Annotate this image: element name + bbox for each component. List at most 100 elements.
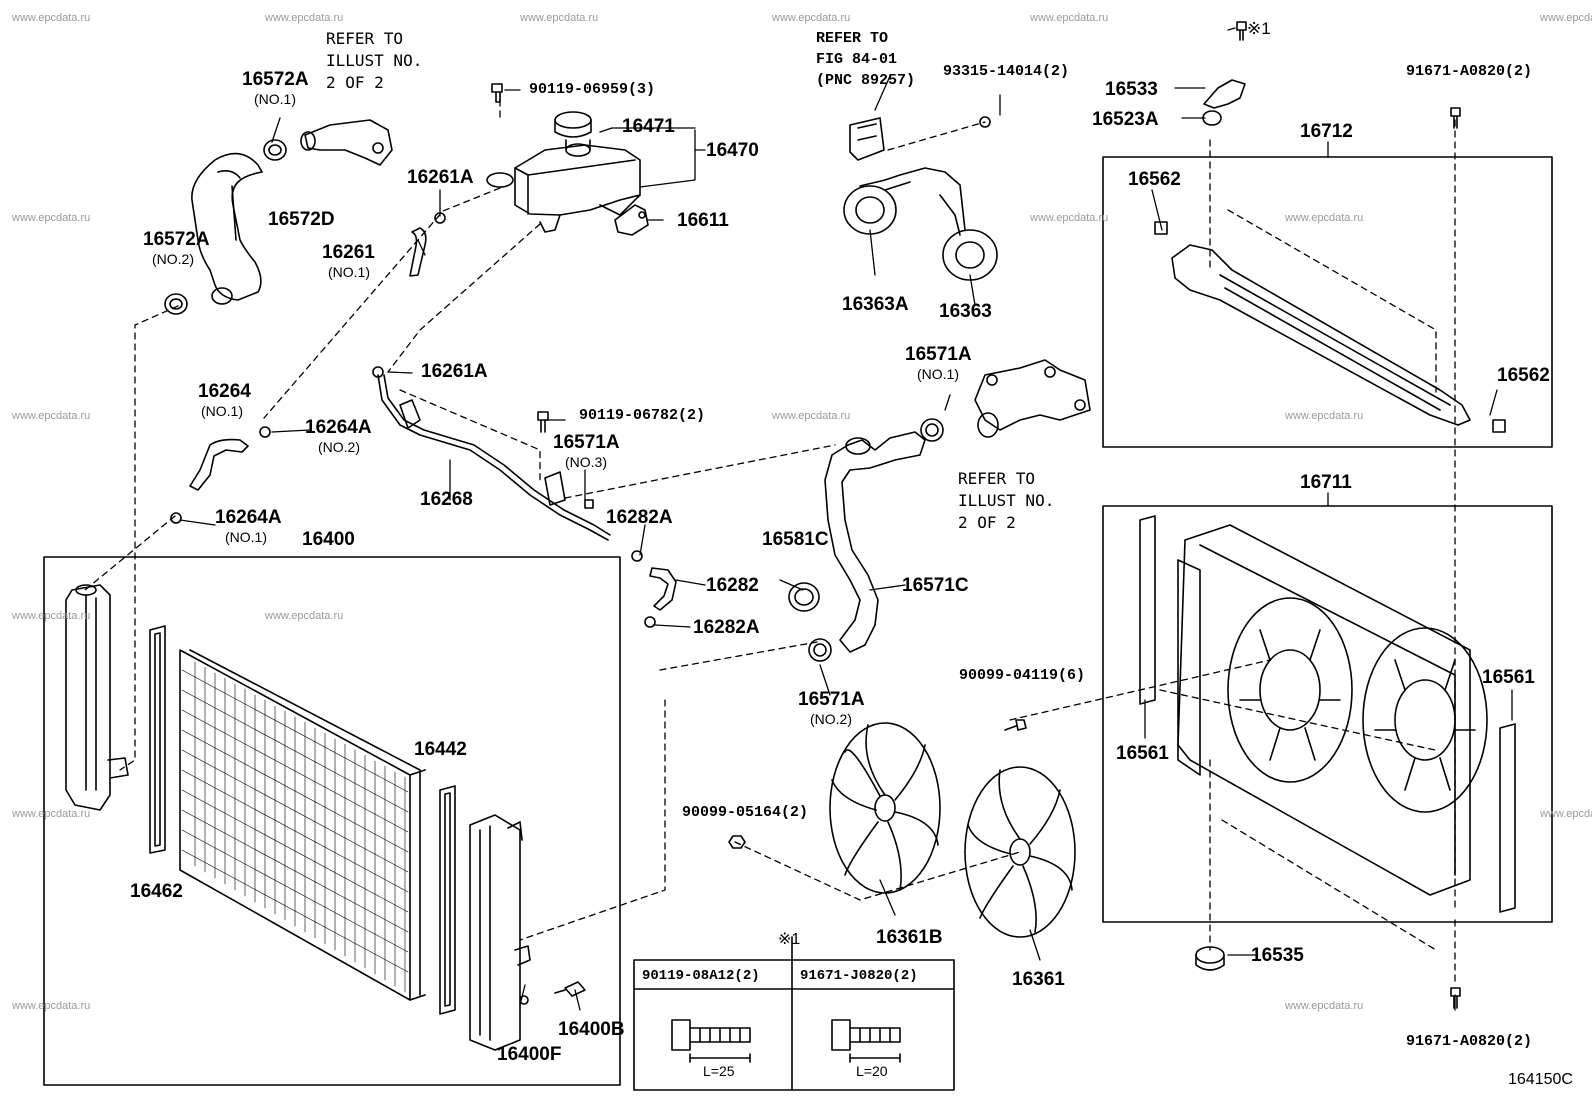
part-label[interactable]: 16533 [1105, 79, 1158, 100]
part-label[interactable]: 90099-05164(2) [682, 804, 809, 821]
watermark: www.epcdata.ru [1285, 1000, 1364, 1012]
bolt-table-col1-part: 90119-08A12(2) [642, 968, 760, 984]
part-label[interactable]: 16571A [553, 432, 620, 453]
part-sublabel: (NO.1) [254, 91, 296, 107]
part-label[interactable]: 16471 [622, 116, 675, 137]
part-sublabel: (NO.2) [152, 251, 194, 267]
part-sublabel: (NO.1) [917, 366, 959, 382]
watermark: www.epcdata.ru [12, 808, 91, 820]
bracket-16611 [614, 204, 649, 236]
part-label[interactable]: 16712 [1300, 121, 1353, 142]
watermark: www.epcdata.ru [265, 610, 344, 622]
part-label[interactable]: 16571C [902, 575, 969, 596]
part-label[interactable]: 16264A [305, 417, 372, 438]
radiator-left-tank [65, 584, 129, 811]
fan-16361 [964, 766, 1076, 938]
clamps-16571A [788, 418, 944, 662]
part-label[interactable]: 16442 [414, 739, 467, 760]
part-sublabel: (NO.1) [328, 264, 370, 280]
part-label[interactable]: 16363A [842, 294, 909, 315]
watermark: www.epcdata.ru [1285, 410, 1364, 422]
part-label[interactable]: 90099-04119(6) [959, 667, 1086, 684]
part-label[interactable]: 16562 [1497, 365, 1550, 386]
part-label[interactable]: 16535 [1251, 945, 1304, 966]
part-label[interactable]: 16571A [905, 344, 972, 365]
fan-shroud-16711 [1177, 524, 1488, 896]
upper-hose-16572D [191, 152, 263, 305]
part-label[interactable]: 16264 [198, 381, 251, 402]
fan-16361B [829, 722, 941, 894]
relay-harness [849, 116, 991, 161]
part-label[interactable]: 16470 [706, 140, 759, 161]
bolt-91671-top [1450, 107, 1461, 129]
watermark: www.epcdata.ru [12, 1000, 91, 1012]
part-label[interactable]: 91671-A0820(2) [1406, 63, 1533, 80]
part-sublabel: (NO.1) [201, 403, 243, 419]
bolt-top-x1 [1236, 21, 1247, 41]
part-label[interactable]: 16261A [421, 361, 488, 382]
nuts [728, 719, 1027, 849]
support-16712 [1154, 79, 1506, 433]
part-label[interactable]: 16261 [322, 242, 375, 263]
part-label[interactable]: 16400 [302, 529, 355, 550]
bolt-table-col1-length: L=25 [703, 1063, 735, 1079]
part-label[interactable]: 16282 [706, 575, 759, 596]
hose-16264 [170, 426, 271, 524]
part-label[interactable]: 16711 [1300, 472, 1352, 493]
seals-16561 [1139, 515, 1516, 913]
water-inlet-housing [974, 359, 1091, 438]
part-label[interactable]: 90119-06959(3) [529, 81, 656, 98]
fan-motor-16363A [843, 167, 966, 235]
part-label[interactable]: 93315-14014(2) [943, 63, 1070, 80]
part-label[interactable]: 16361B [876, 927, 943, 948]
part-label[interactable]: 16523A [1092, 109, 1159, 130]
note-mark: ※1 [1247, 19, 1271, 38]
part-label[interactable]: 16561 [1482, 667, 1535, 688]
radiator-assembly-box [43, 556, 621, 1086]
part-label[interactable]: 16264A [215, 507, 282, 528]
refer-note-mid-right: REFER TO ILLUST NO. 2 OF 2 [958, 469, 1055, 532]
fan-motor-16363 [939, 194, 998, 281]
seal-16462 [149, 625, 166, 854]
part-label[interactable]: 16261A [407, 167, 474, 188]
part-label[interactable]: 16611 [677, 210, 729, 231]
bolt-table-col2-length: L=20 [856, 1063, 888, 1079]
hose-16282 [631, 550, 677, 628]
part-label[interactable]: 16400F [497, 1044, 562, 1065]
part-label[interactable]: 16581C [762, 529, 829, 550]
part-label[interactable]: 16572A [143, 229, 210, 250]
radiator-right-tank [469, 814, 531, 1051]
part-label[interactable]: 16572D [268, 209, 335, 230]
part-label[interactable]: 16282A [606, 507, 673, 528]
part-label[interactable]: 16268 [420, 489, 473, 510]
watermark: www.epcdata.ru [265, 12, 344, 24]
hose-16261 [409, 212, 446, 277]
part-label[interactable]: 16282A [693, 617, 760, 638]
radiator-core [179, 649, 426, 1001]
watermark: www.epcdata.ru [1285, 212, 1364, 224]
water-outlet-pipe [300, 119, 393, 166]
part-sublabel: (NO.2) [810, 711, 852, 727]
part-label[interactable]: 16363 [939, 301, 992, 322]
part-label[interactable]: 16400B [558, 1019, 625, 1040]
lower-hose-16571C [824, 431, 926, 653]
drain-cock-16400B [554, 981, 586, 997]
part-label[interactable]: 16572A [242, 69, 309, 90]
bolt-90119-06959 [491, 83, 503, 103]
part-label[interactable]: 16561 [1116, 743, 1169, 764]
leaders [179, 27, 1513, 1011]
fan-shroud-box [1102, 505, 1553, 923]
part-label[interactable]: 16571A [798, 689, 865, 710]
part-label[interactable]: 90119-06782(2) [579, 407, 706, 424]
part-label[interactable]: 16562 [1128, 169, 1181, 190]
part-label[interactable]: 16361 [1012, 969, 1065, 990]
part-label[interactable]: 16462 [130, 881, 183, 902]
figure-number: 164150C [1508, 1071, 1573, 1088]
bolt-91671-bottom [1450, 987, 1461, 1009]
bolt-drawing-l25 [671, 1019, 751, 1063]
watermark: www.epcdata.ru [1030, 12, 1109, 24]
watermark: www.epcdata.ru [1540, 808, 1592, 820]
part-label[interactable]: 91671-A0820(2) [1406, 1033, 1533, 1050]
